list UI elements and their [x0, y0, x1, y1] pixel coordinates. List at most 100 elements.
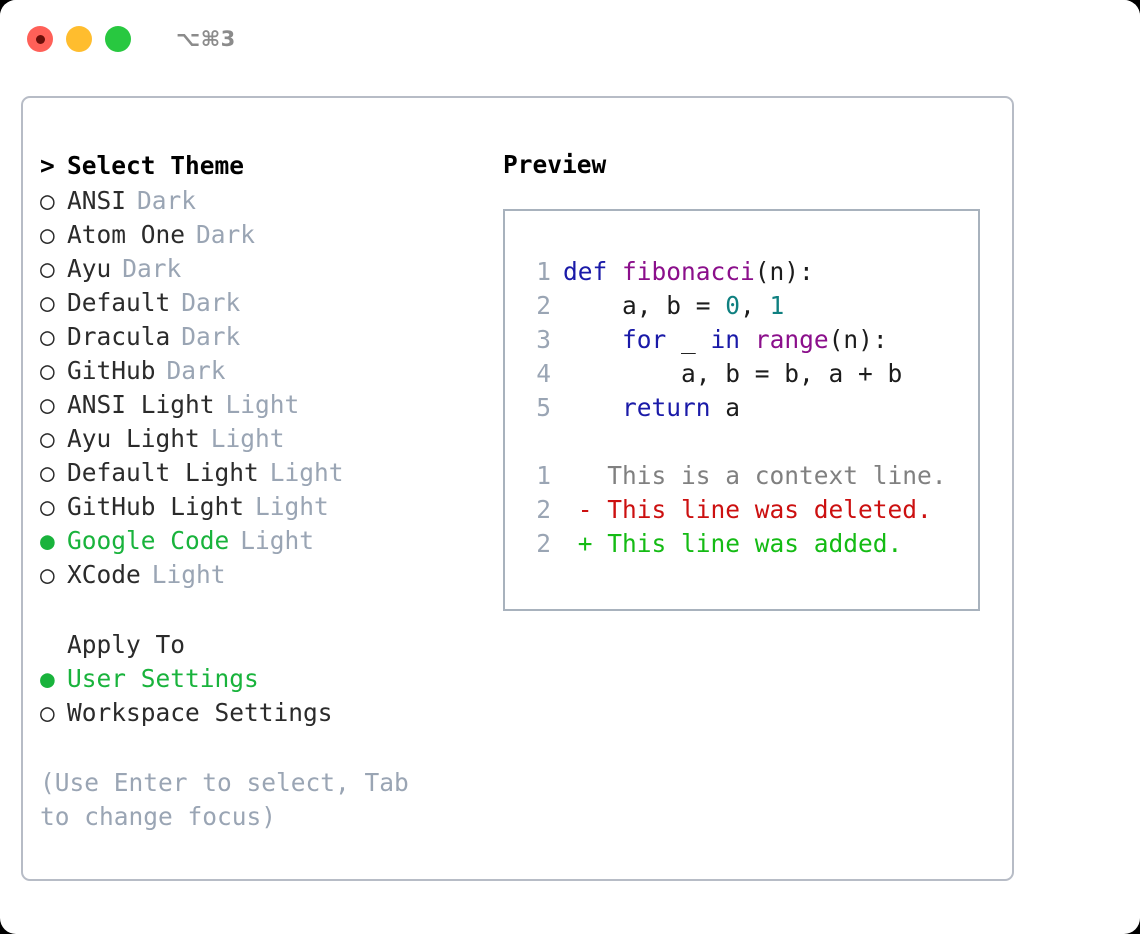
prompt-caret-icon: > [40, 151, 55, 180]
code-token-plain: _ [666, 325, 711, 354]
theme-variant-tag: Dark [181, 288, 241, 317]
code-line-number: 1 [536, 257, 551, 286]
code-line-number: 5 [536, 393, 551, 422]
code-line-number: 4 [536, 359, 551, 388]
apply-to-option[interactable]: ● User Settings [40, 662, 503, 696]
minimize-button[interactable] [66, 26, 92, 52]
code-line-number: 3 [536, 325, 551, 354]
theme-list-item[interactable]: ○ Ayu Light Light [40, 422, 503, 456]
preview-title: Preview [503, 150, 607, 179]
radio-unselected-icon: ○ [40, 186, 55, 215]
code-token-plain: (n): [828, 325, 888, 354]
code-token-fn: fibonacci [622, 257, 755, 286]
code-token-plain [563, 325, 622, 354]
maximize-button[interactable] [105, 26, 131, 52]
apply-to-option[interactable]: ○Workspace Settings [40, 696, 503, 730]
apply-to-list: ● User Settings ○Workspace Settings [40, 662, 503, 730]
code-line-content: def fibonacci(n): [563, 255, 814, 289]
radio-unselected-icon: ○ [40, 220, 55, 249]
keyboard-hint-text: (Use Enter to select, Tab to change focu… [40, 768, 409, 831]
code-line: 2 a, b = 0, 1 [505, 289, 978, 323]
theme-name: Google Code [67, 526, 230, 555]
apply-to-option-label: User Settings [67, 664, 259, 693]
diff-line-number: 2 [536, 495, 551, 524]
traffic-light-group [27, 26, 131, 52]
radio-unselected-icon: ○ [40, 390, 55, 419]
diff-line-number: 2 [536, 529, 551, 558]
code-token-plain [563, 393, 622, 422]
theme-variant-tag: Dark [166, 356, 226, 385]
diff-sample: 1 This is a context line. 2 - This line w… [505, 459, 978, 561]
diff-line: 2 + This line was added. [505, 527, 978, 561]
theme-name: Default [67, 288, 171, 317]
theme-name: GitHub [67, 356, 156, 385]
code-token-num: 0 [725, 291, 741, 320]
code-token-plain: (n): [754, 257, 814, 286]
theme-name: Default Light [67, 458, 259, 487]
code-line-content: return a [563, 391, 740, 425]
theme-name: Atom One [67, 220, 186, 249]
diff-line-content: - This line was deleted. [563, 495, 932, 524]
theme-list-item[interactable]: ● Google Code Light [40, 524, 503, 558]
hint-spacer [40, 730, 503, 764]
theme-name: Ayu Light [67, 424, 200, 453]
radio-unselected-icon: ○ [40, 560, 55, 589]
radio-unselected-icon: ○ [40, 322, 55, 351]
code-token-fn: range [754, 325, 829, 354]
diff-line: 2 - This line was deleted. [505, 493, 978, 527]
apply-to-label-row: ○ Apply To [40, 628, 503, 662]
radio-unselected-icon: ○ [40, 356, 55, 385]
theme-variant-tag: Light [269, 458, 344, 487]
theme-list-item[interactable]: ○ GitHub Dark [40, 354, 503, 388]
diff-line-content: This is a context line. [563, 461, 947, 490]
code-line-content: a, b = 0, 1 [563, 289, 784, 323]
code-line-content: for _ in range(n): [563, 323, 888, 357]
code-token-plain: , [740, 291, 770, 320]
keyboard-shortcut-label: ⌥⌘3 [176, 27, 236, 51]
code-token-kw: return [622, 393, 711, 422]
theme-name: Dracula [67, 322, 171, 351]
theme-variant-tag: Light [240, 526, 315, 555]
theme-list-item[interactable]: ○ Default Dark [40, 286, 503, 320]
theme-selector-title-label: Select Theme [67, 151, 245, 180]
theme-variant-tag: Light [255, 492, 329, 521]
radio-selected-icon: ● [40, 664, 55, 693]
radio-unselected-icon: ○ [40, 698, 55, 727]
diff-line-number: 1 [536, 461, 551, 490]
theme-variant-tag: Light [210, 424, 285, 453]
section-spacer [40, 592, 503, 628]
radio-unselected-icon: ○ [40, 254, 55, 283]
code-token-plain [740, 325, 755, 354]
theme-name: ANSI Light [67, 390, 215, 419]
radio-unselected-icon: ○ [40, 424, 55, 453]
code-token-plain [607, 257, 622, 286]
code-token-kw: in [710, 325, 741, 354]
code-token-num: 1 [769, 291, 785, 320]
code-line: 3 for _ in range(n): [505, 323, 978, 357]
apply-to-bullet-placeholder: ○ [40, 628, 67, 662]
code-diff-spacer [505, 425, 978, 459]
close-button[interactable] [27, 26, 53, 52]
theme-list-item[interactable]: ○ ANSI Light Light [40, 388, 503, 422]
radio-unselected-icon: ○ [40, 288, 55, 317]
code-token-plain: a, b = [563, 291, 726, 320]
radio-unselected-icon: ○ [40, 492, 55, 521]
theme-variant-tag: Dark [137, 186, 197, 215]
radio-selected-icon: ● [40, 526, 55, 555]
theme-variant-tag: Light [225, 390, 300, 419]
code-line: 1 def fibonacci(n): [505, 255, 978, 289]
